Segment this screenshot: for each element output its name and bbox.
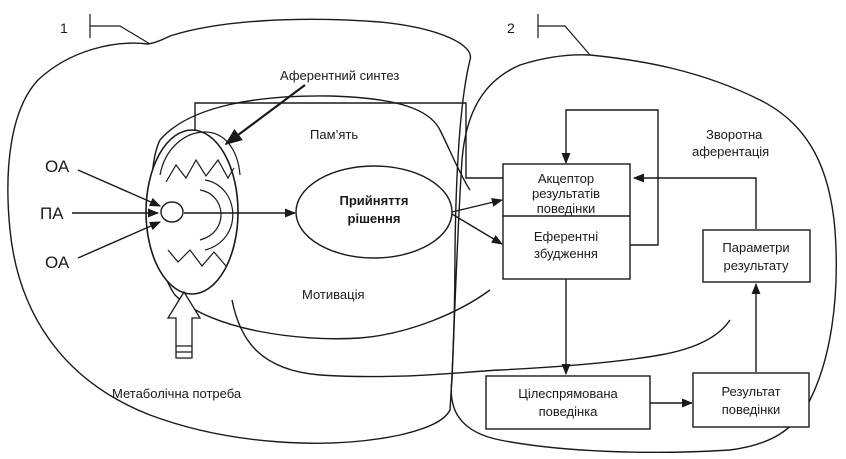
memory-circuit (194, 102, 510, 179)
decision-to-acceptor-arrow (451, 197, 504, 213)
afferent-layer-1 (159, 131, 241, 176)
decision-to-efferent-arrow (451, 213, 503, 245)
goal-behavior-line-1: Цілеспрямована (518, 386, 618, 401)
marker-1-label: 1 (60, 20, 68, 36)
marker-2: 2 (507, 14, 591, 56)
decision-node: Прийняття рішення (295, 165, 453, 259)
acceptor-line-3: поведінки (537, 201, 596, 216)
result-line-1: Результат (721, 384, 780, 399)
inner-contour-afferent (159, 95, 471, 191)
parameters-line-2: результату (724, 258, 789, 273)
acceptor-efferent-block: Акцептор результатів поведінки Еферентні… (502, 163, 631, 280)
afferent-synthesis-arrow (224, 84, 306, 146)
oa-top-label: ОА (45, 157, 70, 176)
outer-contour-1 (7, 18, 472, 444)
feedback-loop-bottom (231, 299, 731, 378)
parameters-box (702, 229, 811, 283)
result-box (692, 372, 810, 428)
parameters-line-1: Параметри (722, 240, 789, 255)
motivation-label: Мотивація (302, 287, 365, 302)
efferent-line-2: збудження (534, 246, 598, 261)
goal-behavior-box (485, 375, 651, 430)
parameters-block: Параметри результату (702, 229, 811, 283)
afferent-synthesis-node (145, 129, 241, 295)
marker-2-label: 2 (507, 20, 515, 36)
feedback-line-1: Зворотна (706, 127, 763, 142)
oa-top-arrow (77, 169, 162, 207)
afferent-synthesis-label: Аферентний синтез (280, 68, 399, 83)
feedback-line-2: аферентація (692, 144, 769, 159)
acceptor-line-2: результатів (532, 186, 600, 201)
efferent-to-acceptor-loop (561, 109, 659, 246)
memory-label: Пам’ять (310, 127, 358, 142)
result-block: Результат поведінки (692, 372, 810, 428)
goal-behavior-block: Цілеспрямована поведінка (485, 375, 651, 430)
marker-1-bracket (89, 14, 151, 45)
outer-contour-2 (450, 54, 837, 454)
metabolic-need-arrow (166, 290, 202, 359)
afferent-core (160, 201, 184, 223)
pa-label: ПА (40, 204, 64, 223)
afferent-ellipse-outer (145, 129, 239, 295)
marker-1: 1 (60, 14, 151, 45)
marker-2-bracket (537, 14, 591, 56)
decision-line-2: рішення (348, 211, 401, 226)
decision-line-1: Прийняття (339, 193, 408, 208)
parameters-to-acceptor-arrow (632, 173, 757, 229)
efferent-line-1: Еферентні (534, 229, 598, 244)
goal-behavior-line-2: поведінка (539, 404, 599, 419)
metabolic-need-label: Метаболічна потреба (112, 386, 242, 401)
afferent-zigzag-bottom (167, 249, 227, 267)
acceptor-line-1: Акцептор (538, 171, 594, 186)
oa-bottom-label: ОА (45, 253, 70, 272)
oa-bottom-arrow (77, 221, 162, 259)
result-line-2: поведінки (722, 402, 781, 417)
afferent-zigzag-top (165, 158, 235, 183)
